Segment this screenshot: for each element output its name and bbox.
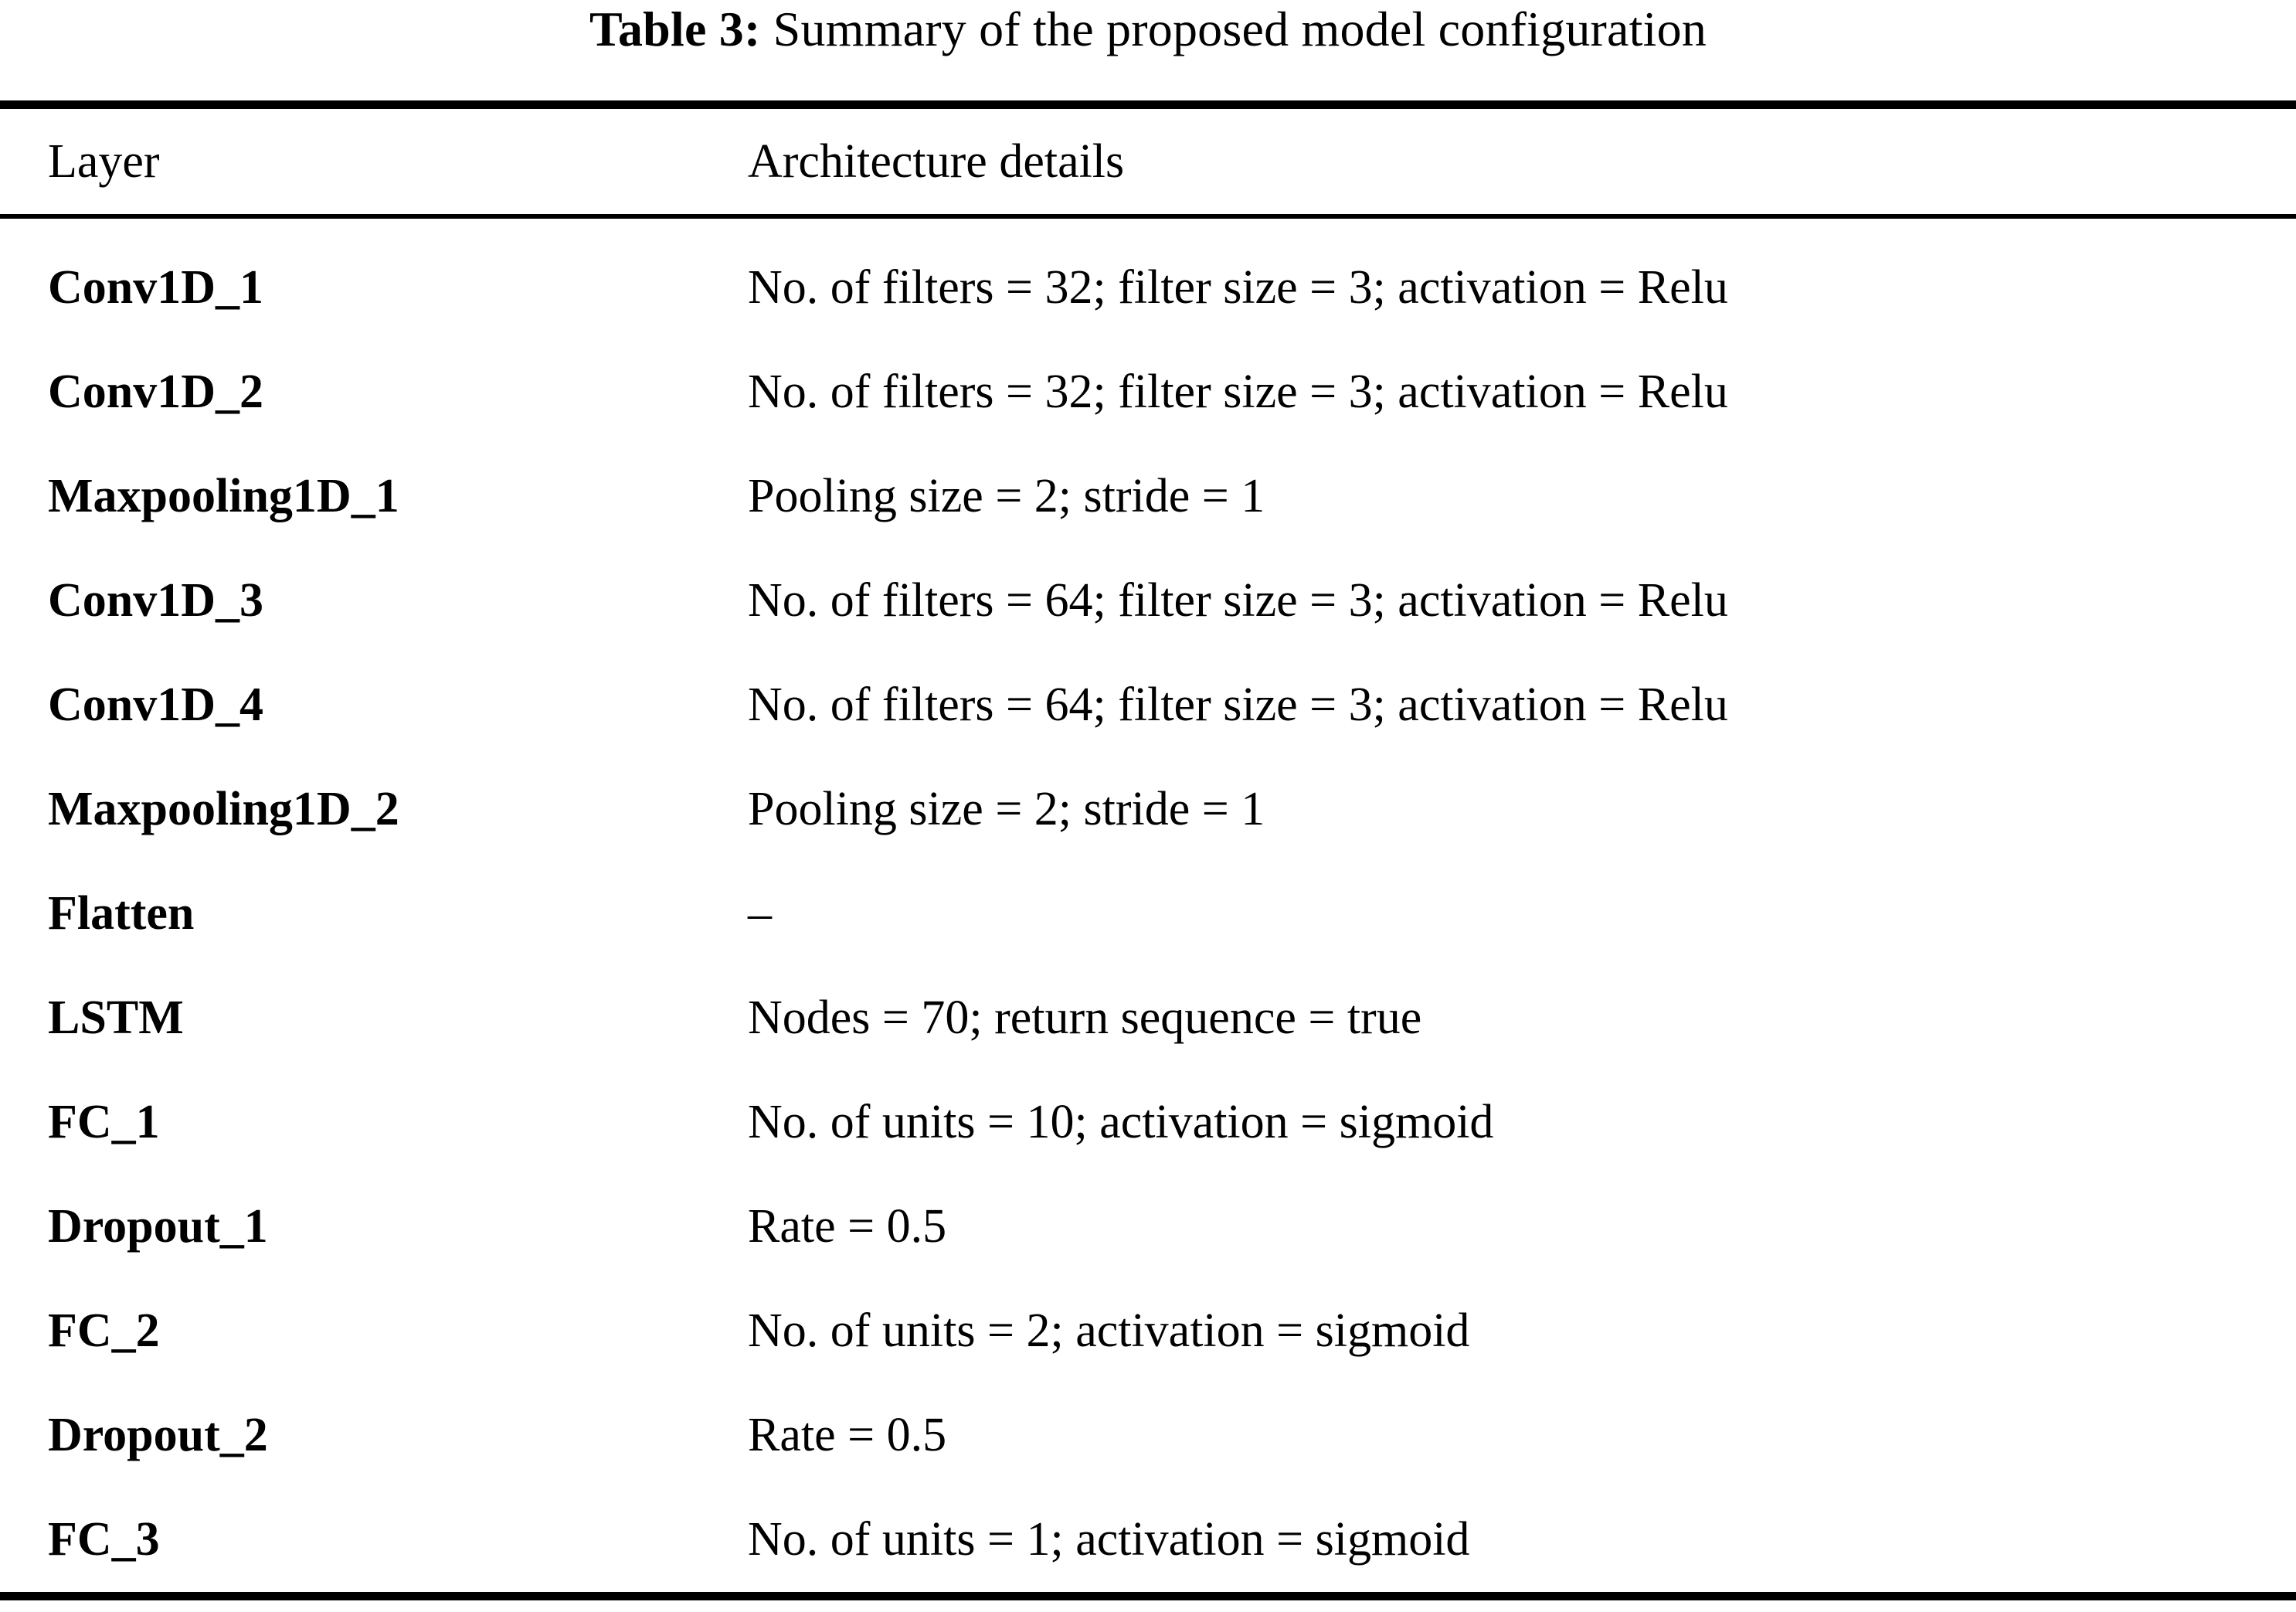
cell-detail: No. of filters = 64; filter size = 3; ac…	[748, 574, 1728, 627]
cell-detail: Pooling size = 2; stride = 1	[748, 470, 1265, 522]
cell-layer: Conv1D_2	[48, 366, 264, 418]
cell-detail: No. of units = 10; activation = sigmoid	[748, 1096, 1494, 1148]
cell-layer: Conv1D_3	[48, 574, 264, 627]
cell-detail: Rate = 0.5	[748, 1200, 947, 1253]
table-row: Conv1D_4 No. of filters = 64; filter siz…	[0, 653, 2296, 757]
cell-layer: FC_2	[48, 1304, 160, 1357]
cell-detail: No. of filters = 32; filter size = 3; ac…	[748, 366, 1728, 418]
column-header-layer: Layer	[48, 135, 160, 188]
caption-text: Summary of the proposed model configurat…	[773, 2, 1707, 56]
model-configuration-body: Conv1D_1 No. of filters = 32; filter siz…	[0, 219, 2296, 1592]
table-row: Maxpooling1D_2 Pooling size = 2; stride …	[0, 757, 2296, 862]
table-caption: Table 3: Summary of the proposed model c…	[0, 0, 2296, 62]
cell-layer: FC_3	[48, 1513, 160, 1566]
cell-detail: Rate = 0.5	[748, 1409, 947, 1461]
cell-layer: Conv1D_1	[48, 261, 264, 314]
table-row: Maxpooling1D_1 Pooling size = 2; stride …	[0, 444, 2296, 549]
table-row: Flatten –	[0, 862, 2296, 966]
cell-detail: No. of units = 2; activation = sigmoid	[748, 1304, 1470, 1357]
table-row: FC_3 No. of units = 1; activation = sigm…	[0, 1488, 2296, 1592]
table-header-row: Layer Architecture details	[0, 109, 2296, 214]
cell-layer: FC_1	[48, 1096, 160, 1148]
cell-detail: No. of units = 1; activation = sigmoid	[748, 1513, 1470, 1566]
table-row: Conv1D_2 No. of filters = 32; filter siz…	[0, 340, 2296, 444]
table-header-rule	[0, 214, 2296, 219]
table-row: FC_2 No. of units = 2; activation = sigm…	[0, 1279, 2296, 1383]
cell-layer: Dropout_2	[48, 1409, 268, 1461]
table-row: LSTM Nodes = 70; return sequence = true	[0, 966, 2296, 1070]
table-top-rule	[0, 100, 2296, 109]
cell-detail: No. of filters = 32; filter size = 3; ac…	[748, 261, 1728, 314]
cell-layer: LSTM	[48, 991, 184, 1044]
caption-label: Table 3:	[589, 2, 761, 56]
cell-detail: No. of filters = 64; filter size = 3; ac…	[748, 678, 1728, 731]
cell-layer: Dropout_1	[48, 1200, 268, 1253]
cell-detail: –	[748, 887, 772, 940]
table-row: FC_1 No. of units = 10; activation = sig…	[0, 1070, 2296, 1175]
cell-layer: Maxpooling1D_2	[48, 783, 399, 835]
column-header-detail: Architecture details	[748, 135, 1125, 188]
cell-detail: Nodes = 70; return sequence = true	[748, 991, 1422, 1044]
cell-layer: Flatten	[48, 887, 195, 940]
table-bottom-rule	[0, 1592, 2296, 1600]
model-configuration-table: Layer Architecture details	[0, 109, 2296, 214]
table-row: Conv1D_1 No. of filters = 32; filter siz…	[0, 219, 2296, 340]
table-row: Conv1D_3 No. of filters = 64; filter siz…	[0, 549, 2296, 653]
table-row: Dropout_1 Rate = 0.5	[0, 1175, 2296, 1279]
cell-layer: Conv1D_4	[48, 678, 264, 731]
cell-layer: Maxpooling1D_1	[48, 470, 399, 522]
cell-detail: Pooling size = 2; stride = 1	[748, 783, 1265, 835]
table-row: Dropout_2 Rate = 0.5	[0, 1383, 2296, 1488]
